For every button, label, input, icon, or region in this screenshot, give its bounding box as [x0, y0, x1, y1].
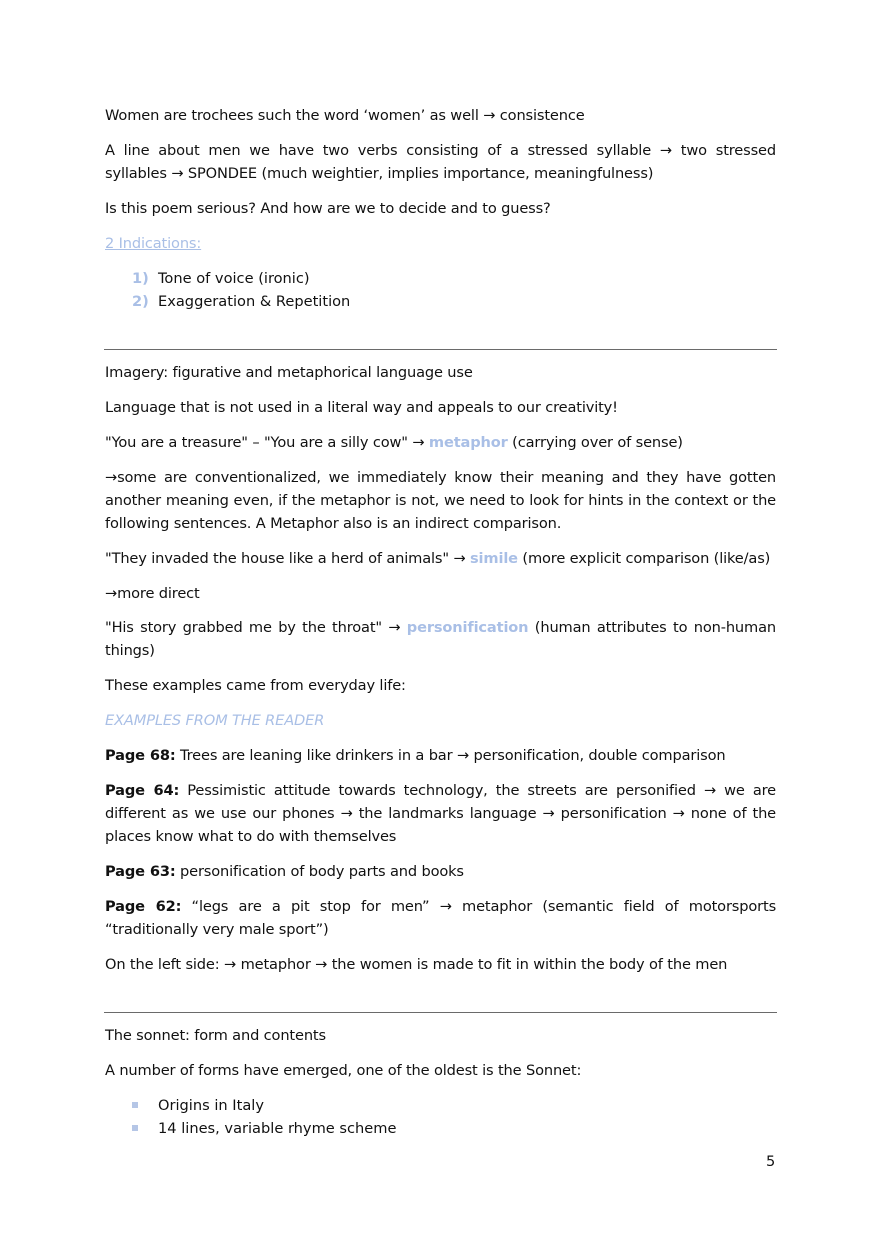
text: more direct: [117, 585, 200, 602]
text: "They invaded the house like a herd of a…: [105, 550, 454, 567]
sonnet-heading: The sonnet: form and contents: [105, 1027, 326, 1044]
arrow-icon: →: [453, 550, 466, 567]
text: we are different as we use our phones: [105, 782, 776, 822]
text: SPONDEE (much weightier, implies importa…: [183, 165, 654, 182]
list-number: 2): [132, 293, 149, 310]
examples-heading: EXAMPLES FROM THE READER: [105, 712, 325, 729]
paragraph-metaphor: "You are a treasure" – "You are a silly …: [105, 431, 776, 454]
arrow-icon: →: [171, 165, 184, 182]
arrow-icon: →: [105, 469, 118, 486]
imagery-heading: Imagery: figurative and metaphorical lan…: [105, 364, 473, 381]
arrow-icon: →: [703, 782, 717, 799]
text: Trees are leaning like drinkers in a bar: [175, 747, 457, 764]
arrow-icon: →: [315, 956, 328, 973]
example-page-64: Page 64: Pessimistic attitude towards te…: [105, 779, 776, 848]
paragraph-more-direct: →more direct: [105, 582, 776, 605]
arrow-icon: →: [412, 434, 425, 451]
text: (more explicit comparison (like/as): [517, 550, 771, 567]
text: personification of body parts and books: [175, 863, 464, 880]
keyword-metaphor: metaphor: [428, 434, 508, 451]
paragraph-trochees: Women are trochees such the word ‘women’…: [105, 104, 776, 127]
arrow-icon: →: [224, 956, 237, 973]
paragraph-personification: "His story grabbed me by the throat" → p…: [105, 616, 776, 662]
text: two stressed syllables: [105, 142, 776, 182]
paragraph: A number of forms have emerged, one of t…: [105, 1062, 582, 1079]
list-text: Exaggeration & Repetition: [158, 293, 351, 310]
arrow-icon: →: [456, 747, 470, 764]
paragraph: Language that is not used in a literal w…: [105, 399, 618, 416]
arrow-icon: →: [483, 107, 496, 124]
paragraph-conventionalized: →some are conventionalized, we immediate…: [105, 466, 776, 535]
paragraph: These examples came from everyday life:: [105, 677, 406, 694]
list-text: Origins in Italy: [158, 1097, 264, 1114]
text: A line about men we have two verbs consi…: [105, 142, 660, 159]
arrow-icon: →: [659, 142, 672, 159]
paragraph-left-side: On the left side: → metaphor → the women…: [105, 953, 776, 976]
text: metaphor: [236, 956, 316, 973]
list-text: Tone of voice (ironic): [158, 270, 310, 287]
text: "His story grabbed me by the throat": [105, 619, 389, 636]
text: none of the places know what to do with …: [105, 805, 777, 845]
example-page-68: Page 68: Trees are leaning like drinkers…: [105, 744, 776, 767]
page-label: Page 63:: [105, 863, 176, 880]
keyword-simile: simile: [470, 550, 518, 567]
paragraph-spondee: A line about men we have two verbs consi…: [105, 139, 776, 185]
arrow-icon: →: [439, 898, 452, 915]
indications-title: 2 Indications:: [105, 235, 202, 252]
text: Pessimistic attitude towards technology,…: [179, 782, 704, 799]
list-number: 1): [132, 270, 149, 287]
text: Women are trochees such the word ‘women’…: [105, 107, 484, 124]
text: consistence: [495, 107, 585, 124]
example-page-63: Page 63: personification of body parts a…: [105, 860, 776, 883]
page-label: Page 68:: [105, 747, 176, 764]
paragraph-simile: "They invaded the house like a herd of a…: [105, 547, 776, 570]
text: (carrying over of sense): [507, 434, 683, 451]
text: personification: [554, 805, 673, 822]
page-number: 5: [766, 1153, 776, 1170]
section-divider: [104, 349, 777, 350]
text: some are conventionalized, we immediatel…: [105, 469, 776, 532]
paragraph-serious: Is this poem serious? And how are we to …: [105, 200, 551, 217]
section-divider: [104, 1012, 777, 1013]
arrow-icon: →: [388, 619, 401, 636]
arrow-icon: →: [105, 585, 118, 602]
example-page-62: Page 62: “legs are a pit stop for men” →…: [105, 895, 776, 941]
square-bullet-icon: [132, 1125, 138, 1131]
arrow-icon: →: [340, 805, 353, 822]
text: (human attributes to non-human things): [105, 619, 776, 659]
text: “legs are a pit stop for men”: [181, 898, 440, 915]
list-text: 14 lines, variable rhyme scheme: [158, 1120, 397, 1137]
text: the women is made to fit in within the b…: [327, 956, 728, 973]
page-label: Page 62:: [105, 898, 182, 915]
text: "You are a treasure" – "You are a silly …: [105, 434, 413, 451]
text: On the left side:: [105, 956, 224, 973]
arrow-icon: →: [672, 805, 685, 822]
page-label: Page 64:: [105, 782, 180, 799]
square-bullet-icon: [132, 1102, 138, 1108]
text: personification, double comparison: [469, 747, 726, 764]
arrow-icon: →: [542, 805, 555, 822]
text: the landmarks language: [352, 805, 543, 822]
text: metaphor (semantic field of motorsports …: [105, 898, 777, 938]
keyword-personification: personification: [406, 619, 529, 636]
